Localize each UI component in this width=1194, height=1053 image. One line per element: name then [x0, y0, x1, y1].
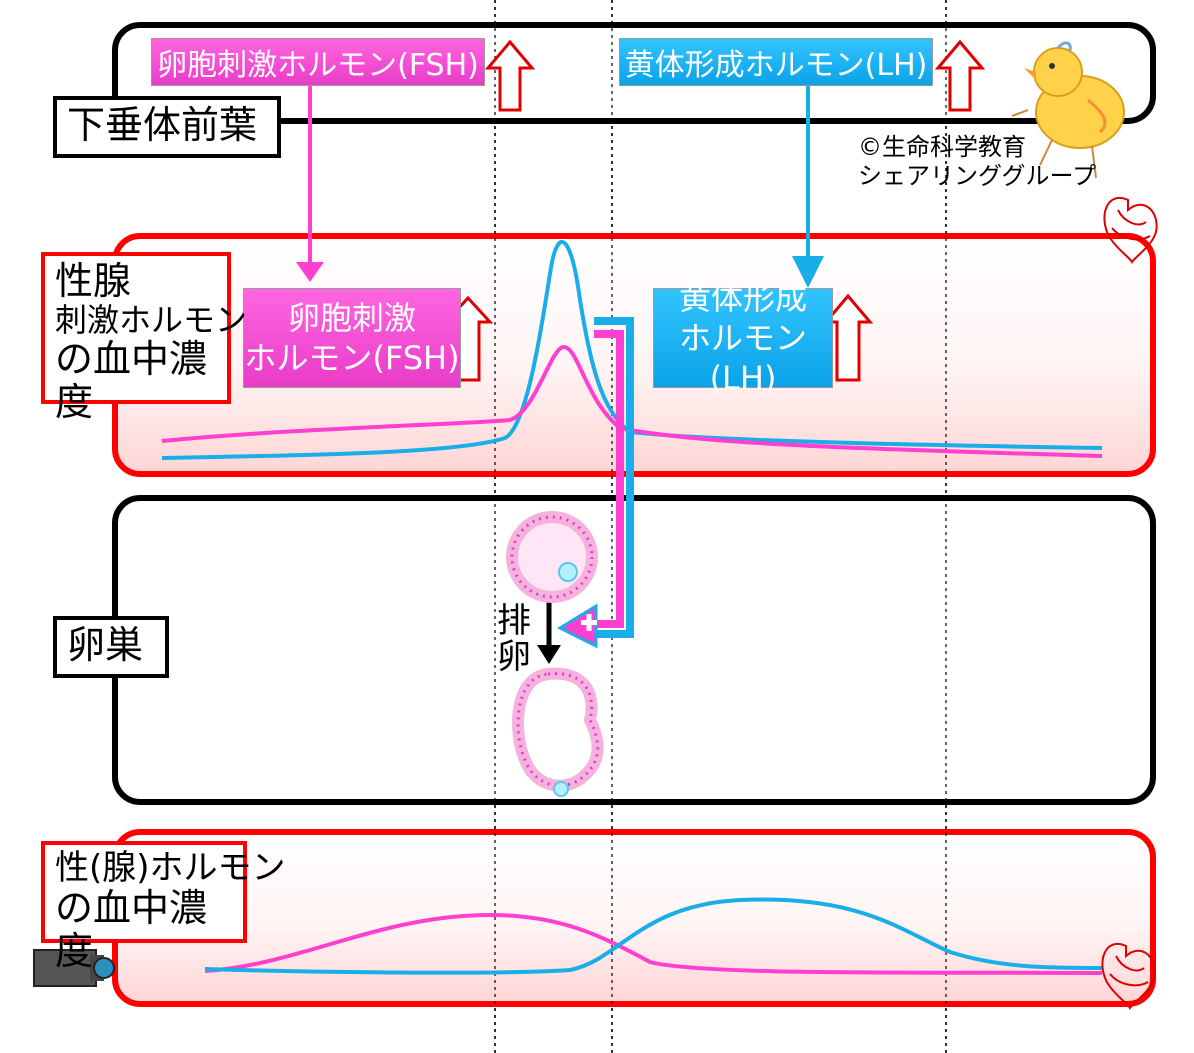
- copyright-text: ©生命科学教育 シェアリンググループ: [858, 133, 1096, 191]
- fsh-mid-line1: 卵胞刺激: [287, 299, 416, 337]
- lh-mid-line2: ホルモン(LH): [678, 319, 807, 397]
- ovary-text: 卵巣: [67, 623, 144, 667]
- sex-hormone-line1: 性(腺)ホルモン: [55, 848, 286, 888]
- ruptured-follicle-icon: [512, 667, 604, 797]
- fsh-top-box: 卵胞刺激ホルモン(FSH): [151, 38, 485, 86]
- fsh-mid-box: 卵胞刺激 ホルモン(FSH): [243, 288, 461, 388]
- fsh-top-label: 卵胞刺激ホルモン(FSH): [157, 48, 479, 83]
- ovulation-char1: 排: [497, 601, 531, 641]
- copyright-line2: シェアリンググループ: [858, 161, 1097, 190]
- sex-hormone-label: 性(腺)ホルモン の血中濃度: [41, 841, 286, 972]
- follicle-icon: [506, 511, 598, 603]
- lh-mid-line1: 黄体形成: [678, 279, 807, 317]
- lh-surge-curve: [161, 239, 1103, 460]
- ovulation-label: 排 卵: [497, 601, 531, 677]
- sex-hormone-panel: [112, 829, 1156, 1007]
- plus-icon: [581, 614, 597, 631]
- copyright-line1: ©生命科学教育: [858, 133, 1026, 161]
- pituitary-label: 下垂体前葉: [53, 96, 281, 158]
- gonadotropin-line1: 性腺: [55, 259, 132, 303]
- ovulation-char2: 卵: [497, 636, 531, 677]
- gonadotropin-label: 性腺 刺激ホルモン の血中濃度: [41, 252, 248, 423]
- pituitary-text: 下垂体前葉: [67, 103, 258, 147]
- chick-icon: [1011, 41, 1125, 179]
- sex-hormone-line2: の血中濃度: [55, 886, 208, 973]
- gonadotropin-line2: 刺激ホルモン: [55, 300, 248, 339]
- lh-top-label: 黄体形成ホルモン(LH): [624, 48, 928, 83]
- fsh-surge-curve: [161, 345, 1103, 458]
- progesterone-curve: [204, 897, 1103, 975]
- lh-mid-box: 黄体形成 ホルモン(LH): [653, 279, 833, 397]
- heart-icon: [1103, 197, 1158, 264]
- camera-icon: [33, 949, 115, 987]
- gonadotropin-line3: の血中濃度: [55, 337, 208, 424]
- estrogen-curve: [204, 912, 1103, 975]
- heart-icon: [1101, 943, 1156, 1010]
- fsh-mid-line2: ホルモン(FSH): [244, 339, 460, 377]
- lh-top-box: 黄体形成ホルモン(LH): [619, 38, 933, 86]
- ovary-label: 卵巣: [53, 616, 169, 678]
